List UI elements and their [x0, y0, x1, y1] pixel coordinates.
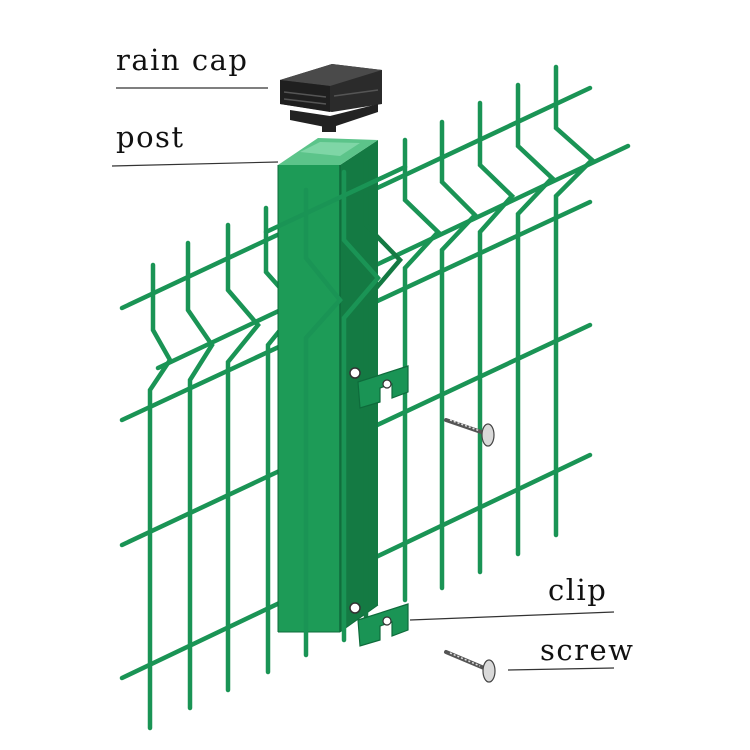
mesh-vertical-wire-6	[341, 169, 381, 643]
leader-post	[111, 161, 279, 167]
mesh-vertical-wire-9	[477, 100, 516, 575]
leader-clip	[409, 611, 615, 621]
mesh-vertical-wire-1	[147, 262, 173, 731]
post-front-face	[278, 165, 340, 632]
label-post: post	[116, 120, 185, 154]
label-clip: clip	[548, 573, 608, 607]
mesh-horizontal-front-1	[263, 164, 408, 235]
label-rain-cap: rain cap	[116, 43, 249, 77]
mesh-vertical-wire-10	[515, 82, 556, 557]
clip-icon	[349, 602, 409, 647]
mesh-vertical-wire-8	[439, 119, 479, 591]
leader-screw	[507, 667, 615, 671]
mesh-vertical-wire-3	[225, 222, 261, 693]
clip-upper	[349, 365, 409, 409]
label-screw: screw	[540, 633, 635, 667]
screw-mid	[444, 418, 495, 447]
mesh-vertical-wire-5	[303, 187, 343, 658]
mesh-vertical-wire-11	[553, 64, 596, 538]
rain-cap-icon	[280, 64, 382, 132]
mesh-vertical-wire-2	[185, 240, 215, 711]
post-top-opening	[300, 142, 360, 156]
leader-lines	[111, 87, 615, 671]
post-bottom-side-edge	[339, 604, 379, 633]
screw-icon	[444, 650, 496, 683]
